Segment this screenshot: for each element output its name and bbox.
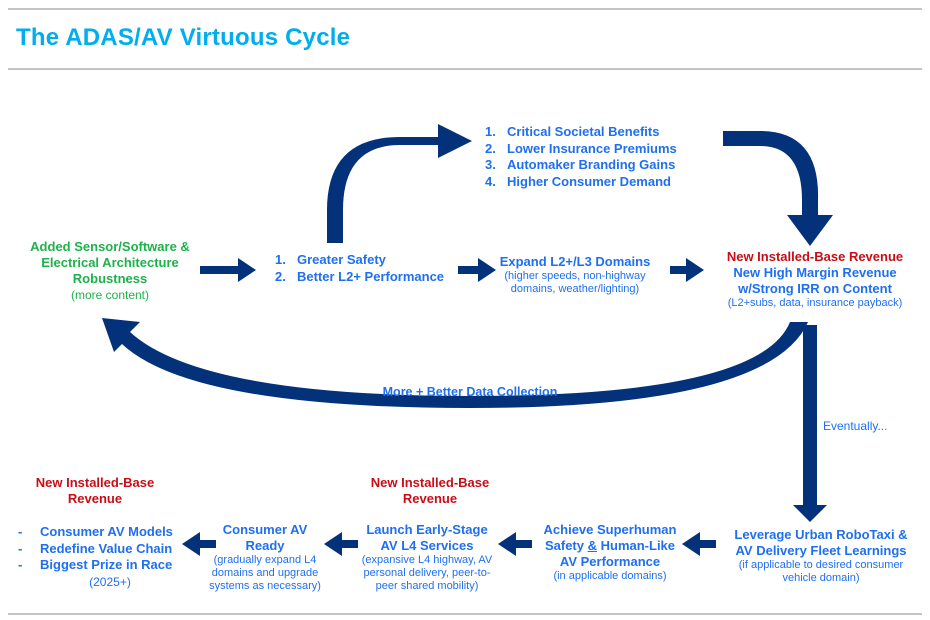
arrow-sensor-to-safety — [200, 258, 256, 282]
node-consumer-ready: Consumer AV Ready (gradually expand L4 d… — [205, 522, 325, 593]
superhuman-line3: AV Performance — [559, 554, 661, 569]
benefits-list-item: 4.Higher Consumer Demand — [485, 173, 671, 189]
expand-domains-sub1: (higher speeds, non-highway — [504, 270, 646, 282]
final-year: (2025+) — [89, 575, 131, 589]
safety-list: 1.Greater Safety 2.Better L2+ Performanc… — [275, 252, 444, 285]
launch-l4-sub2: personal delivery, peer-to- — [363, 567, 491, 579]
benefits-list-item: 1.Critical Societal Benefits — [485, 124, 660, 139]
arrow-curve-up-to-benefits — [327, 124, 472, 243]
superhuman-line2: Safety & Human-Like — [544, 538, 676, 553]
node-launch-l4: Launch Early-Stage AV L4 Services (expan… — [352, 522, 502, 593]
benefits-list-item: 3.Automaker Branding Gains — [485, 157, 676, 172]
leverage-sub2: vehicle domain) — [782, 572, 860, 584]
final-outcomes-list: -Consumer AV Models -Redefine Value Chai… — [18, 524, 173, 574]
safety-list-item: 2.Better L2+ Performance — [275, 268, 445, 284]
consumer-ready-line2: Ready — [245, 538, 285, 553]
revenue-top-line2: w/Strong IRR on Content — [738, 281, 892, 296]
superhuman-sub: (in applicable domains) — [553, 570, 667, 582]
arrow-curve-down-to-revenue — [723, 131, 833, 246]
final-outcome-item: -Consumer AV Models — [18, 524, 173, 539]
leverage-sub1: (if applicable to desired consumer — [738, 559, 904, 571]
leverage-line1: Leverage Urban RoboTaxi & — [734, 527, 908, 542]
final-outcome-item: -Biggest Prize in Race — [18, 557, 173, 572]
node-revenue-top: New Installed-Base Revenue New High Marg… — [706, 249, 924, 310]
revenue-top-line1: New High Margin Revenue — [733, 265, 897, 280]
node-expand-domains: Expand L2+/L3 Domains (higher speeds, no… — [490, 254, 660, 296]
node-added-sensor: Added Sensor/Software & Electrical Archi… — [20, 239, 200, 303]
page-title: The ADAS/AV Virtuous Cycle — [16, 24, 351, 51]
launch-l4-line1: Launch Early-Stage — [366, 522, 488, 537]
consumer-ready-sub3: systems as necessary) — [209, 580, 321, 592]
node-superhuman: Achieve Superhuman Safety & Human-Like A… — [530, 522, 690, 583]
arrow-leverage-to-superhuman — [682, 532, 716, 556]
arrow-eventually-down — [793, 325, 827, 522]
added-sensor-sub: (more content) — [70, 288, 150, 302]
title-underline-rule — [8, 68, 922, 70]
revenue-top-sub: (L2+subs, data, insurance payback) — [727, 297, 903, 309]
benefits-list-item: 2.Lower Insurance Premiums — [485, 140, 677, 156]
consumer-ready-sub2: domains and upgrade — [211, 567, 319, 579]
eventually-label: Eventually... — [823, 419, 888, 433]
top-rule — [8, 8, 922, 10]
data-collection-label: More + Better Data Collection — [382, 385, 558, 399]
expand-domains-sub2: domains, weather/lighting) — [510, 283, 640, 295]
added-sensor-line2: Electrical Architecture — [41, 255, 179, 270]
arrow-launch-to-consumer-ready — [324, 532, 358, 556]
consumer-ready-sub1: (gradually expand L4 — [213, 554, 317, 566]
arrow-data-collection-loop — [102, 318, 808, 408]
arrow-consumer-ready-to-final — [182, 532, 216, 556]
bottom-rule — [8, 613, 922, 615]
benefits-list: 1.Critical Societal Benefits 2.Lower Ins… — [485, 124, 677, 190]
added-sensor-line1: Added Sensor/Software & — [30, 239, 190, 254]
launch-l4-sub3: peer shared mobility) — [375, 580, 479, 592]
consumer-ready-line1: Consumer AV — [222, 522, 308, 537]
arrow-superhuman-to-launch — [498, 532, 532, 556]
expand-domains-title: Expand L2+/L3 Domains — [499, 254, 651, 269]
revenue-top-red: New Installed-Base Revenue — [726, 249, 904, 264]
launch-l4-revenue-label: New Installed-Base Revenue — [370, 475, 490, 506]
launch-l4-line2: AV L4 Services — [380, 538, 474, 553]
node-leverage: Leverage Urban RoboTaxi & AV Delivery Fl… — [716, 527, 926, 585]
added-sensor-line3: Robustness — [72, 271, 148, 286]
arrow-safety-to-expand — [458, 258, 496, 282]
final-outcome-item: -Redefine Value Chain — [18, 540, 173, 556]
leverage-line2: AV Delivery Fleet Learnings — [735, 543, 907, 558]
final-revenue-label: New Installed-Base Revenue — [35, 475, 155, 506]
arrow-expand-to-revenue — [670, 258, 704, 282]
safety-list-item: 1.Greater Safety — [275, 252, 386, 267]
superhuman-line1: Achieve Superhuman — [543, 522, 677, 537]
launch-l4-sub1: (expansive L4 highway, AV — [361, 554, 493, 566]
